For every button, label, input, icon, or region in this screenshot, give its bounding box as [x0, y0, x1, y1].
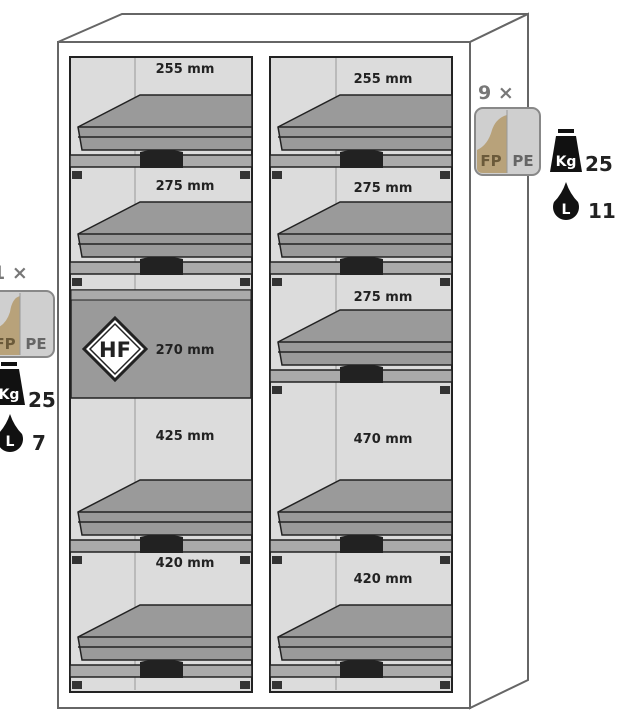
hazard-label: HF — [99, 338, 131, 362]
shelf-handle — [340, 364, 383, 383]
material-pe: PE — [25, 335, 46, 353]
material-pe: PE — [512, 152, 533, 170]
shelf-handle — [140, 256, 183, 275]
shelf-bracket — [240, 681, 250, 689]
compartment-height-label: 420 mm — [354, 572, 413, 587]
shelf-handle — [140, 149, 183, 168]
hf-hazard-icon: HF — [81, 315, 149, 383]
shelf-handle — [340, 659, 383, 678]
compartment-height-label: 425 mm — [156, 429, 215, 444]
material-fp: FP — [480, 152, 501, 170]
shelf-handle — [340, 149, 383, 168]
shelf-handle — [140, 534, 183, 553]
shelf-bracket — [440, 171, 450, 179]
hf-compartment: HF 270 mm — [70, 289, 252, 399]
shelf-bracket — [440, 681, 450, 689]
shelf-bracket — [72, 278, 82, 286]
shelf-handle — [340, 256, 383, 275]
shelf-bracket — [440, 278, 450, 286]
weight-unit: Kg — [556, 154, 577, 170]
material-tile: FP PE — [474, 107, 541, 176]
compartment-height-label: 470 mm — [354, 432, 413, 447]
compartment-height-label: 275 mm — [354, 290, 413, 305]
shelf-bracket — [240, 556, 250, 564]
shelf-bracket — [72, 171, 82, 179]
right-column — [269, 56, 453, 693]
compartment-height-label: 270 mm — [156, 343, 215, 358]
shelf-bracket — [440, 386, 450, 394]
shelf-handle — [340, 534, 383, 553]
volume-value: 11 — [588, 199, 616, 223]
compartment-height-label: 420 mm — [156, 556, 215, 571]
left-capacity-badge: 1 × FP PE Kg 25 L 7 — [0, 262, 56, 455]
volume-value: 7 — [32, 431, 46, 455]
weight-unit: Kg — [0, 387, 19, 403]
liquid-drop-icon: L — [553, 182, 579, 220]
shelf-bracket — [72, 681, 82, 689]
shelf-bracket — [272, 278, 282, 286]
shelf-bracket — [240, 171, 250, 179]
tray-count: 1 × — [0, 262, 28, 284]
material-tile: FP PE — [0, 290, 55, 358]
right-capacity-badge: 9 × FP PE Kg 25 L 11 — [474, 82, 616, 223]
weight-icon: Kg — [0, 362, 25, 405]
shelf-bracket — [272, 681, 282, 689]
compartment-height-label: 255 mm — [354, 72, 413, 87]
shelf-bracket — [272, 386, 282, 394]
tray-count: 9 × — [478, 82, 514, 104]
shelf-bracket — [272, 171, 282, 179]
volume-unit: L — [562, 202, 571, 218]
weight-value: 25 — [28, 388, 56, 412]
weight-value: 25 — [585, 152, 613, 176]
shelf-handle — [140, 659, 183, 678]
compartment-height-label: 275 mm — [156, 179, 215, 194]
volume-unit: L — [6, 434, 15, 450]
compartment-height-label: 255 mm — [156, 62, 215, 77]
shelf-bracket — [72, 556, 82, 564]
material-fp: FP — [0, 335, 16, 353]
liquid-drop-icon: L — [0, 414, 23, 452]
compartment-height-label: 275 mm — [354, 181, 413, 196]
weight-icon: Kg — [550, 129, 582, 172]
shelf-bracket — [240, 278, 250, 286]
shelf-bracket — [440, 556, 450, 564]
shelf-bracket — [272, 556, 282, 564]
